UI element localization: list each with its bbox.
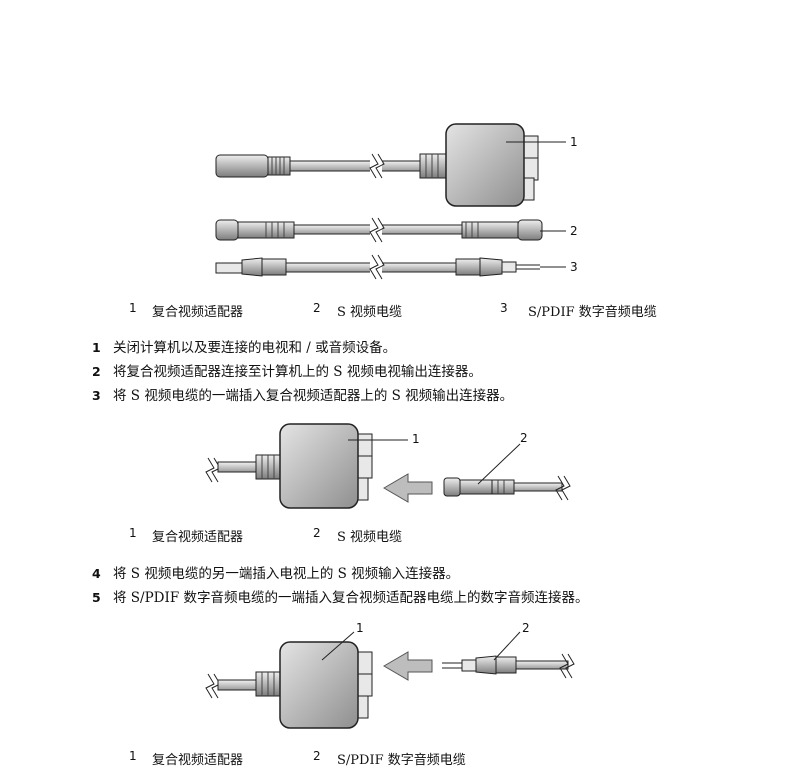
step-item: 5 将 S/PDIF 数字音频电缆的一端插入复合视频适配器电缆上的数字音频连接器。 [92,586,589,606]
figure3-callouts: 1 2 [321,621,530,661]
figure-spdif-connection: 1 2 [205,621,575,729]
step-text: 将 S/PDIF 数字音频电缆的一端插入复合视频适配器电缆上的数字音频连接器。 [113,590,589,606]
callout-1: 1 [412,432,420,446]
spdif-cable-drawing [442,653,575,679]
legend-number: 2 [313,301,321,315]
step-number: 4 [92,566,101,581]
figure2-callouts: 1 2 [348,431,528,485]
legend-label: S 视频电缆 [337,305,403,320]
step-item: 3 将 S 视频电缆的一端插入复合视频适配器上的 S 视频输出连接器。 [92,384,513,404]
figure-svideo-connection: 1 2 [205,423,571,509]
step-item: 1 关闭计算机以及要连接的电视和 / 或音频设备。 [92,336,396,356]
step-text: 关闭计算机以及要连接的电视和 / 或音频设备。 [113,340,397,356]
legend-number: 2 [313,526,321,540]
figure3-legend: 1 复合视频适配器 2 S/PDIF 数字音频电缆 [0,749,800,769]
legend-number: 2 [313,749,321,763]
callout-2: 2 [570,224,578,238]
arrow-left-icon [383,651,433,681]
composite-video-adapter-drawing [205,641,373,729]
figure1-legend: 1 复合视频适配器 2 S 视频电缆 3 S/PDIF 数字音频电缆 [0,301,800,321]
composite-video-adapter-drawing [205,423,373,509]
figure2-legend: 1 复合视频适配器 2 S 视频电缆 [0,526,800,546]
callout-2: 2 [520,431,528,445]
spdif-cable-drawing [215,254,540,280]
step-number: 1 [92,340,101,355]
legend-label: S 视频电缆 [337,530,403,545]
arrow-left-icon [383,473,433,503]
legend-label: 复合视频适配器 [152,530,244,545]
step-item: 4 将 S 视频电缆的另一端插入电视上的 S 视频输入连接器。 [92,562,459,582]
legend-number: 1 [129,301,137,315]
legend-number: 1 [129,749,137,763]
callout-3: 3 [570,260,578,274]
figure-cables-overview: 1 2 3 [215,123,578,280]
callout-2: 2 [522,621,530,635]
callout-1: 1 [570,135,578,149]
legend-number: 1 [129,526,137,540]
figure1-callouts: 1 2 3 [506,135,578,274]
composite-video-adapter-drawing [215,123,539,207]
s-video-cable-drawing [443,475,571,501]
step-number: 3 [92,388,101,403]
callout-1: 1 [356,621,364,635]
step-item: 2 将复合视频适配器连接至计算机上的 S 视频电视输出连接器。 [92,360,482,380]
legend-label: S/PDIF 数字音频电缆 [528,305,657,320]
step-number: 5 [92,590,101,605]
step-text: 将 S 视频电缆的另一端插入电视上的 S 视频输入连接器。 [113,566,460,582]
step-text: 将 S 视频电缆的一端插入复合视频适配器上的 S 视频输出连接器。 [113,388,514,404]
step-text: 将复合视频适配器连接至计算机上的 S 视频电视输出连接器。 [113,364,482,380]
legend-label: S/PDIF 数字音频电缆 [337,753,466,768]
legend-label: 复合视频适配器 [152,753,244,768]
legend-number: 3 [500,301,508,315]
step-number: 2 [92,364,101,379]
legend-label: 复合视频适配器 [152,305,244,320]
s-video-cable-drawing [215,217,543,243]
